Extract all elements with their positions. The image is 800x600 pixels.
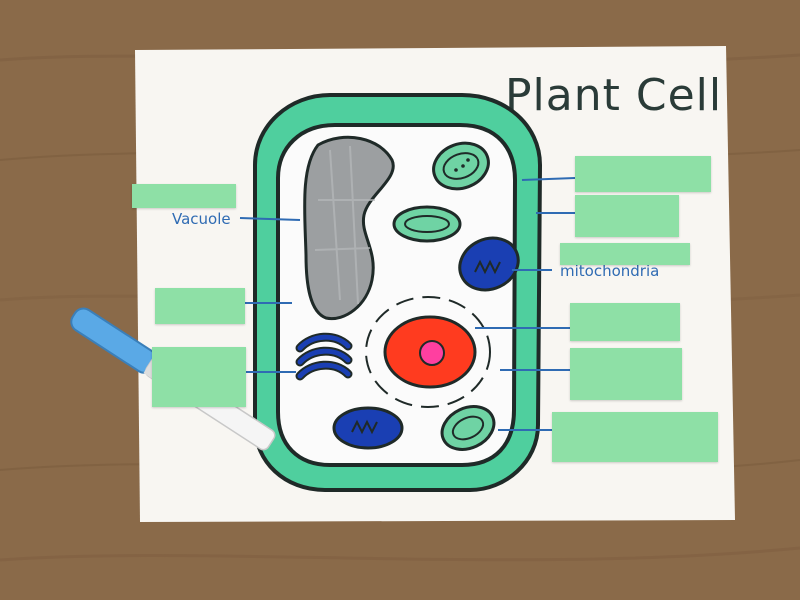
label-blank-right-2 [575, 195, 679, 237]
label-lines [239, 177, 576, 431]
chloroplast-middle [392, 205, 462, 243]
label-mitochondria: mitochondria [560, 262, 659, 280]
label-blank-right-1 [575, 156, 711, 192]
label-blank-left-bottom [152, 347, 246, 407]
vacuole [303, 135, 395, 321]
label-blank-right-4 [570, 303, 680, 341]
label-blank-top-left [132, 184, 236, 208]
label-blank-right-3 [560, 243, 690, 265]
diagram-title: Plant Cell [505, 70, 722, 121]
label-vacuole: Vacuole [172, 210, 231, 228]
label-blank-right-6 [552, 412, 718, 462]
mitochondria-bottom [332, 406, 404, 450]
mitochondria-top [458, 236, 520, 292]
chloroplast-top [432, 141, 490, 191]
nucleolus [419, 340, 445, 366]
label-blank-left-middle [155, 288, 245, 324]
nucleus [365, 296, 491, 408]
chloroplast-bottom [440, 405, 496, 451]
label-blank-right-5 [570, 348, 682, 400]
